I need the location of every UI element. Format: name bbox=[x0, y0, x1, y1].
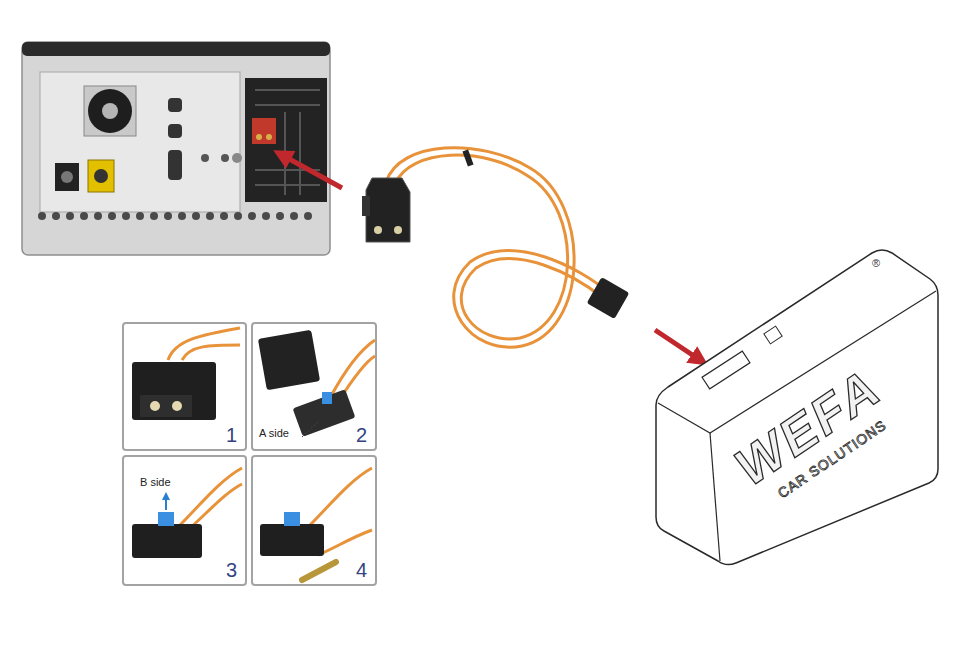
slot bbox=[168, 150, 182, 180]
iso-connector bbox=[245, 78, 327, 202]
vent-hole bbox=[66, 212, 74, 220]
vent-hole bbox=[164, 212, 172, 220]
side-label: B side bbox=[140, 477, 171, 488]
callout-number: 2 bbox=[356, 425, 367, 445]
bezel bbox=[22, 42, 330, 56]
step-panel: 4 bbox=[251, 455, 377, 586]
vent-hole bbox=[192, 212, 200, 220]
step-panel: A side 2 bbox=[251, 322, 377, 451]
connector-insert bbox=[293, 389, 356, 436]
panel-4-art bbox=[260, 468, 372, 580]
fiber bbox=[310, 468, 372, 525]
back-plate bbox=[40, 72, 240, 212]
pointer-arrow bbox=[282, 155, 342, 188]
vent-hole bbox=[80, 212, 88, 220]
fiber bbox=[386, 148, 608, 348]
callout-number: 4 bbox=[356, 560, 367, 580]
module-port bbox=[702, 351, 750, 389]
callout-number: 1 bbox=[226, 425, 237, 445]
most-connector bbox=[252, 118, 276, 144]
slot bbox=[168, 124, 182, 138]
fakra-connector bbox=[55, 163, 79, 191]
most-pin bbox=[266, 134, 272, 140]
fiber-connector bbox=[362, 178, 410, 242]
vent-hole bbox=[150, 212, 158, 220]
connector-face bbox=[140, 395, 192, 417]
ferrule-hole bbox=[394, 226, 402, 234]
module-pins bbox=[764, 326, 782, 344]
screw bbox=[232, 153, 242, 163]
panel-3-art bbox=[132, 468, 242, 558]
fakra-connector bbox=[88, 160, 114, 192]
connector-clip bbox=[362, 196, 370, 216]
connector-body bbox=[366, 178, 410, 242]
blue-clip bbox=[322, 392, 332, 404]
ferrule-hole bbox=[374, 226, 382, 234]
fiber bbox=[180, 468, 242, 530]
head-unit bbox=[22, 42, 330, 255]
vent-hole bbox=[178, 212, 186, 220]
vent-hole bbox=[136, 212, 144, 220]
lift-arrow bbox=[165, 496, 167, 510]
vent-hole bbox=[290, 212, 298, 220]
vent-hole bbox=[248, 212, 256, 220]
ferrule-hole bbox=[150, 401, 160, 411]
connector-insert bbox=[260, 524, 324, 556]
slot bbox=[168, 98, 182, 112]
chassis bbox=[22, 42, 330, 255]
panel-1-art bbox=[132, 328, 240, 420]
fan bbox=[88, 89, 132, 133]
vent-hole bbox=[276, 212, 284, 220]
fan-housing bbox=[84, 86, 136, 136]
fiber bbox=[395, 155, 603, 339]
connector-insert bbox=[132, 524, 202, 558]
panel-2-art bbox=[258, 330, 375, 437]
fiber bbox=[168, 328, 240, 360]
most-pin bbox=[256, 134, 262, 140]
leader-line bbox=[302, 422, 318, 437]
connector-body bbox=[132, 362, 216, 420]
blue-clip bbox=[284, 512, 300, 526]
fan-hub bbox=[102, 103, 118, 119]
vent-hole bbox=[52, 212, 60, 220]
vent-hole bbox=[262, 212, 270, 220]
fiber-cable bbox=[386, 148, 608, 348]
vent-hole bbox=[122, 212, 130, 220]
fiber-connector bbox=[587, 277, 630, 319]
hole bbox=[221, 154, 229, 162]
vent-hole bbox=[220, 212, 228, 220]
blue-clip bbox=[158, 512, 174, 526]
hole bbox=[201, 154, 209, 162]
step-panel: 1 bbox=[122, 322, 247, 451]
vent-hole bbox=[206, 212, 214, 220]
step-panel: B side 3 bbox=[122, 455, 247, 586]
module-box: WEFACAR SOLUTIONS® bbox=[650, 245, 945, 570]
fiber bbox=[318, 530, 372, 555]
module-edge bbox=[710, 433, 720, 561]
vent-hole bbox=[94, 212, 102, 220]
connector-housing bbox=[258, 330, 320, 391]
vent-hole bbox=[38, 212, 46, 220]
vent-hole bbox=[234, 212, 242, 220]
pointer-arrow bbox=[655, 330, 700, 360]
side-label: A side bbox=[259, 428, 289, 439]
vent-hole bbox=[304, 212, 312, 220]
callout-number: 3 bbox=[226, 560, 237, 580]
vent-hole bbox=[108, 212, 116, 220]
ferrule bbox=[302, 562, 336, 580]
registered-mark: ® bbox=[872, 258, 880, 269]
ferrule-hole bbox=[172, 401, 182, 411]
fakra-pin bbox=[61, 171, 73, 183]
vent-holes bbox=[38, 212, 312, 220]
module-body bbox=[656, 250, 938, 565]
fakra-pin bbox=[94, 169, 108, 183]
cable-tie bbox=[462, 149, 473, 166]
